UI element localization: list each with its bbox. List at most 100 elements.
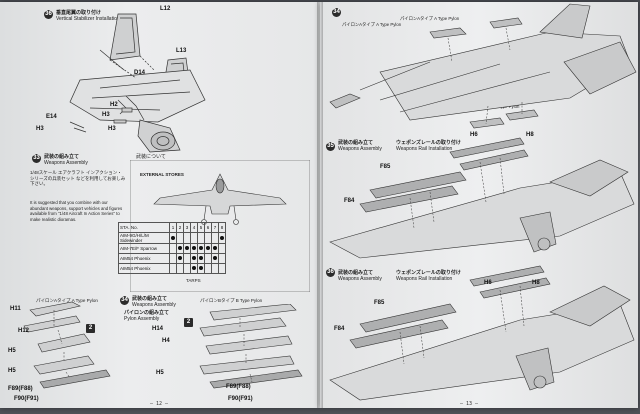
vertical-stabilizer-drawing [69, 13, 206, 153]
station-dot [220, 235, 224, 240]
step-subtitle-jp: ウェポンズレールの取り付け [396, 140, 461, 146]
pylon-b-label: パイロンBタイプ B Type Pylon [200, 298, 263, 303]
part-label: L13 [176, 48, 187, 54]
step-title-jp: 垂直尾翼の取り付け [56, 10, 102, 16]
station-dot [192, 256, 196, 260]
part-label: F90(F91) [228, 396, 253, 402]
part-label: H3 [36, 126, 44, 132]
store-name: AIM-9G/H/L/M [120, 233, 149, 238]
part-label: H11 [10, 306, 21, 312]
store-sub: Sidewinder [120, 238, 143, 243]
station-number: 1 [169, 222, 177, 233]
step-number: 36 [326, 268, 335, 277]
step-title-jp: 武装の組み立て [338, 140, 374, 146]
instruction-page-left: 3 6 垂直尾翼の取り付け Vertical Stabilizer Install… [0, 2, 320, 408]
part-label: H6 [470, 132, 478, 138]
station-dot [213, 256, 217, 260]
tarps-label: TARPS [186, 278, 201, 283]
table-row: AIM-9G/H/L/M Sidewinder [118, 232, 226, 244]
part-label: H12 [18, 328, 30, 334]
step-title-en: Vertical Stabilizer Installation [56, 16, 120, 22]
table-row: AIM54 Phoenix [118, 263, 226, 274]
pylon-a-drawing [23, 301, 111, 389]
part-label: F85 [380, 164, 391, 170]
store-name: AIM-7E/F [120, 246, 140, 251]
part-label: F85 [374, 300, 385, 306]
part-label: F84 [334, 326, 345, 332]
page-number: — 13 — [460, 401, 479, 407]
station-number: 4 [190, 222, 198, 233]
pylon-b-drawing [199, 304, 303, 389]
book-spine [317, 2, 323, 408]
station-dot [171, 235, 175, 240]
part-label: H5 [8, 348, 16, 354]
table-row: AIM-7E/F Sparrow [118, 243, 226, 254]
station-number: 7 [211, 222, 219, 233]
step-subtitle-en: Weapons Rail Installation [396, 276, 453, 282]
station-number: 5 [197, 222, 205, 233]
station-dot [192, 266, 196, 270]
step-subtitle-en: Pylon Assembly [124, 316, 160, 322]
station-number: 8 [218, 222, 226, 233]
step-number: 35 [326, 142, 335, 151]
part-label: L12 [160, 6, 171, 12]
store-sub: Sparrow [140, 246, 158, 251]
part-label: H3 [102, 112, 110, 118]
step-subtitle-en: Weapons Rail Installation [396, 146, 453, 152]
station-dot [199, 256, 203, 260]
store-sub: Phoenix [134, 256, 151, 261]
stores-note: 武装について [136, 154, 166, 160]
station-dot [178, 246, 182, 250]
step-number: 34 [332, 8, 341, 17]
station-dot [178, 256, 182, 260]
pylon-a-label: パイロンAタイプ A Type Pylon [400, 16, 460, 21]
quantity-badge: 2 [184, 318, 193, 327]
quantity-badge: 2 [86, 324, 95, 333]
station-dot [185, 246, 189, 250]
part-label: H2 [110, 102, 118, 108]
step-title-jp: 武装の組み立て [44, 154, 80, 160]
part-label: F84 [344, 198, 355, 204]
step-text-jp: 1/48スケール エアクラフト インアクション・シリーズの兵装セット などを利用… [30, 170, 126, 186]
part-label: F90(F91) [14, 396, 39, 402]
step-subtitle-jp: パイロンの組み立て [124, 310, 170, 316]
station-dot [213, 246, 217, 250]
step-subtitle-jp: ウェポンズレールの取り付け [396, 270, 461, 276]
fuselage-pylon-drawing [329, 3, 637, 129]
step-title-en: Weapons Assembly [338, 276, 382, 282]
station-dot [206, 246, 210, 250]
station-number: 6 [204, 222, 212, 233]
step-number: 33 [32, 154, 41, 163]
table-row: AIM54 Phoenix [118, 253, 226, 264]
station-dot [192, 246, 196, 250]
part-label: F89(F88) [8, 386, 33, 392]
page-number: — 12 — [150, 401, 169, 407]
part-label: H14 [152, 326, 164, 332]
part-label: H8 [526, 132, 534, 138]
step-title-en: Weapons Assembly [132, 302, 176, 308]
part-label: H3 [108, 126, 116, 132]
part-label: H5 [8, 368, 16, 374]
store-name: AIM54 [120, 256, 134, 261]
step-title-jp: 武装の組み立て [338, 270, 374, 276]
station-dot [199, 266, 203, 270]
pylon-a-label: パイロンAタイプ A Type Pylon [36, 298, 98, 303]
station-number: 2 [176, 222, 184, 233]
part-label: H8 [532, 280, 540, 286]
table-header-row: STA. No. 1 2 3 4 5 6 7 8 [118, 222, 226, 233]
part-label: D14 [134, 70, 146, 76]
stores-title: EXTERNAL STORES [140, 172, 184, 177]
weapons-rail-drawing [329, 265, 635, 401]
store-name: AIM54 [120, 266, 134, 271]
step-text-en: It is suggested that you combine with ou… [30, 200, 123, 222]
sta-label: STA. No. [118, 222, 170, 233]
weapons-rail-drawing [329, 137, 635, 259]
station-number: 3 [183, 222, 191, 233]
part-label: E14 [46, 114, 57, 120]
store-sub: Phoenix [134, 266, 151, 271]
external-stores-table: STA. No. 1 2 3 4 5 6 7 8 AIM-9G/H/L/M Si… [118, 222, 226, 274]
part-label: F89(F88) [226, 384, 251, 390]
step-title-en: Weapons Assembly [338, 146, 382, 152]
part-label: H5 [156, 370, 164, 376]
instruction-page-right: 34 パイロンAタイプ A Type Pylon パイロンAタイプ A Type… [320, 2, 638, 408]
